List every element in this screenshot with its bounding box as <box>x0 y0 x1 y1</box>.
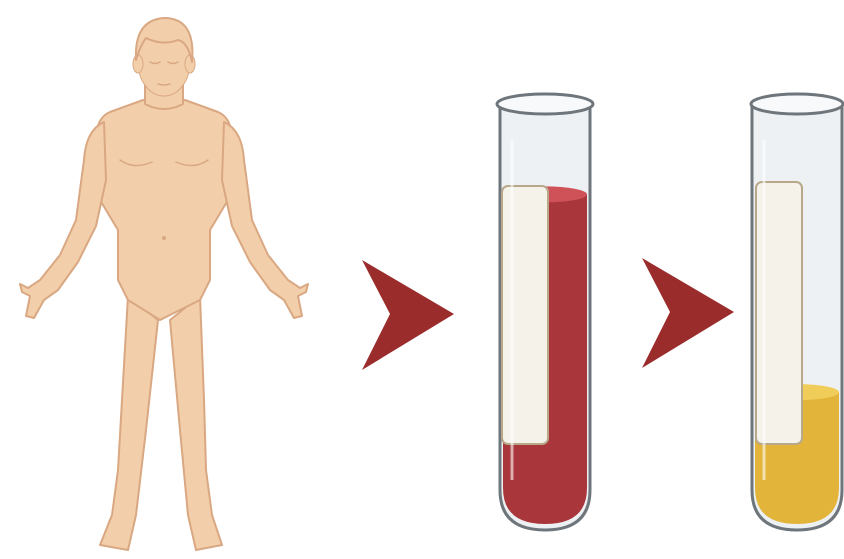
human-left-leg <box>100 296 158 550</box>
human-navel <box>162 236 166 240</box>
blood-test-tube-icon <box>497 94 593 530</box>
human-torso <box>96 100 232 320</box>
chevron-right-icon <box>362 260 454 370</box>
human-figure-icon <box>20 18 308 550</box>
serum-tube-rim <box>751 94 843 114</box>
blood-tube-label <box>502 186 548 444</box>
chevron-right-icon <box>642 258 734 368</box>
serum-test-tube-icon <box>751 94 843 530</box>
human-right-arm <box>222 122 308 318</box>
human-right-leg <box>170 296 222 550</box>
blood-tube-rim <box>497 94 593 114</box>
human-left-arm <box>20 122 106 318</box>
human-left-ear <box>133 55 143 73</box>
